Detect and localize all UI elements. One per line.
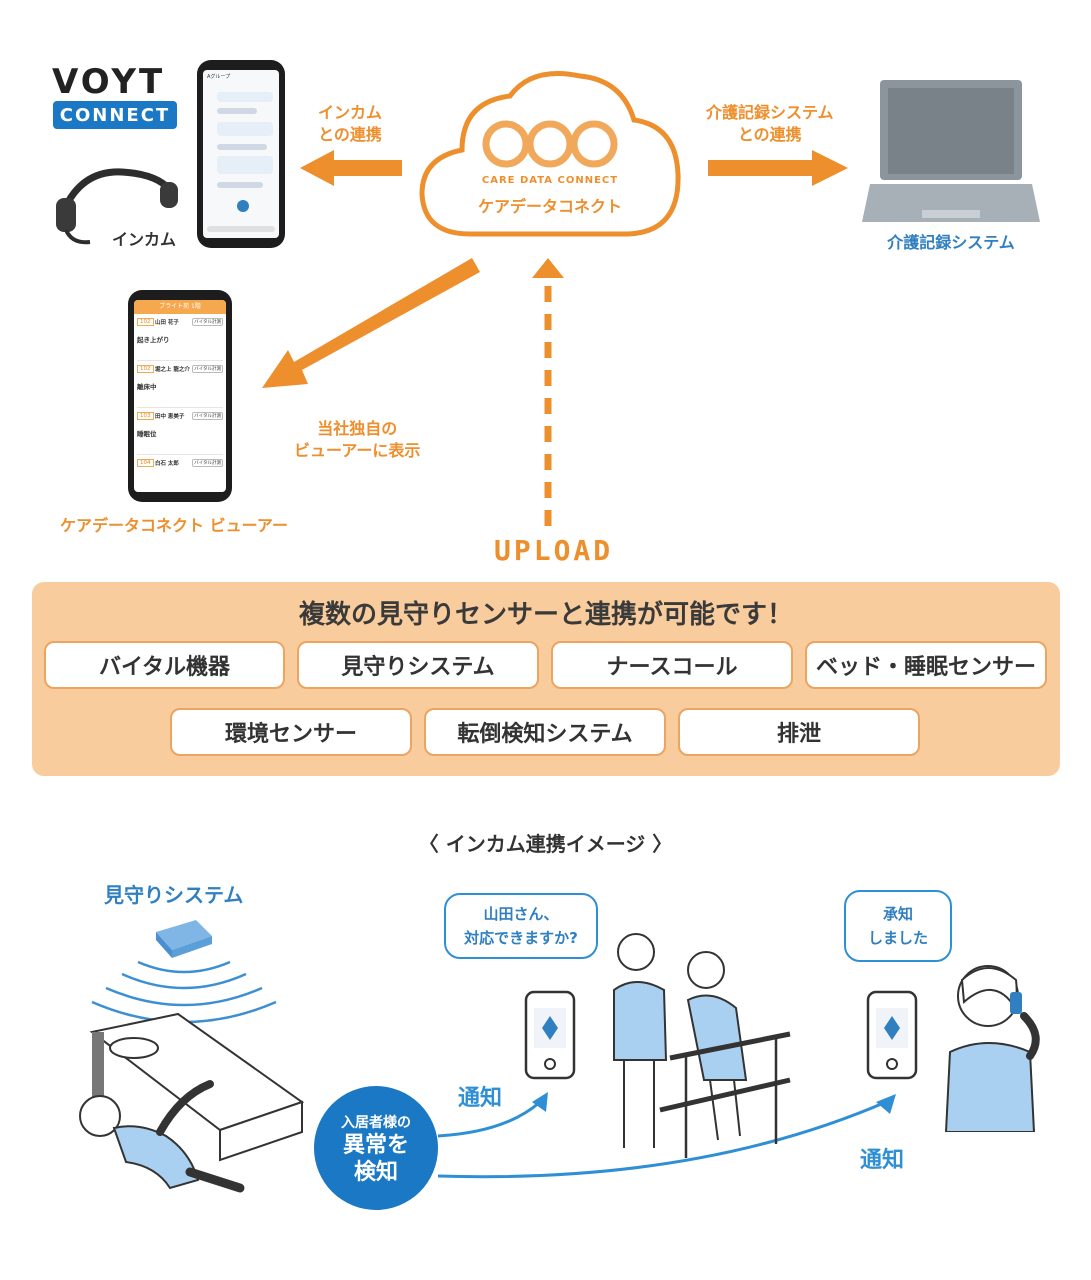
records-link-label: 介護記録システムとの連携 xyxy=(706,103,834,144)
connect-badge: CONNECT xyxy=(53,101,177,129)
resident-name: 山田 花子 xyxy=(155,320,179,326)
viewer-header: ブライト苑 1階 xyxy=(134,300,226,314)
intercom-link-label: インカムとの連携 xyxy=(318,103,383,144)
panel-title: 複数の見守りセンサーと連携が可能です！ xyxy=(298,600,793,630)
notify-label-2: 通知 xyxy=(860,1148,905,1173)
room-number: 102 xyxy=(137,365,154,373)
resident-name: 田中 恵美子 xyxy=(155,414,185,420)
sensor-environment: 環境センサー xyxy=(170,708,412,756)
sensor-excretion: 排泄 xyxy=(678,708,920,756)
resident-status: 離床中 xyxy=(137,383,157,391)
upload-arrow xyxy=(532,258,564,528)
room-number: 104 xyxy=(137,459,154,467)
sensor-waves-icon xyxy=(91,920,277,1024)
arrow-to-viewer xyxy=(262,258,480,388)
staff-on-phone-illustration xyxy=(944,965,1040,1132)
sensor-fall-detection: 転倒検知システム xyxy=(424,708,666,756)
vital-measure-button[interactable]: バイタル計測 xyxy=(192,318,223,326)
room-number: 102 xyxy=(137,318,154,326)
speech-bubble-reply: 承知しました xyxy=(844,890,952,962)
smartphone-icon xyxy=(866,990,918,1080)
laptop-icon xyxy=(862,80,1040,222)
resident-name: 堀之上 龍之介 xyxy=(155,367,190,373)
smartphone-icon xyxy=(524,990,576,1080)
room-number: 103 xyxy=(137,412,154,420)
cloud-logo-text: CARE DATA CONNECT xyxy=(481,175,619,186)
resident-status: 起き上がり xyxy=(137,336,170,344)
chat-header: Aグループ xyxy=(207,74,231,80)
viewer-label: ケアデータコネクト ビューアー xyxy=(60,516,288,535)
vital-measure-button[interactable]: バイタル計測 xyxy=(192,412,223,420)
intercom-label: インカム xyxy=(112,230,177,249)
notify-arrows xyxy=(437,1092,896,1179)
resident-name: 白石 太郎 xyxy=(155,461,179,467)
sensor-nurse-call: ナースコール xyxy=(551,641,793,689)
monitor-label: 見守りシステム xyxy=(104,883,244,907)
laptop-label: 介護記録システム xyxy=(887,233,1015,252)
anomaly-detected-circle: 入居者様の 異常を 検知 xyxy=(314,1086,438,1210)
voyt-logo: VOYT xyxy=(52,62,166,102)
sensor-monitoring: 見守りシステム xyxy=(297,641,539,689)
speech-bubble-request: 山田さん、対応できますか? xyxy=(444,893,598,959)
scene-title: 〈 インカム連携イメージ 〉 xyxy=(418,832,673,856)
sensor-bed-sleep: ベッド・睡眠センサー xyxy=(805,641,1047,689)
sensor-vital: バイタル機器 xyxy=(44,641,285,689)
headset-icon xyxy=(56,168,178,245)
resident-status: 睡眠位 xyxy=(137,430,157,438)
arrow-to-intercom xyxy=(300,150,402,186)
caregiver-assist-illustration xyxy=(613,933,791,1158)
arrow-to-records xyxy=(708,150,848,186)
vital-measure-button[interactable]: バイタル計測 xyxy=(192,459,223,467)
fall-scene-illustration xyxy=(79,1012,305,1193)
cloud-icon xyxy=(419,71,681,237)
viewer-link-label: 当社独自のビューアーに表示 xyxy=(294,419,421,460)
vital-measure-button[interactable]: バイタル計測 xyxy=(192,365,223,373)
chat-phone: Aグループ xyxy=(197,60,285,248)
upload-label: UPLOAD xyxy=(494,534,614,567)
notify-label-1: 通知 xyxy=(458,1086,503,1111)
cloud-label: ケアデータコネクト xyxy=(477,197,622,216)
